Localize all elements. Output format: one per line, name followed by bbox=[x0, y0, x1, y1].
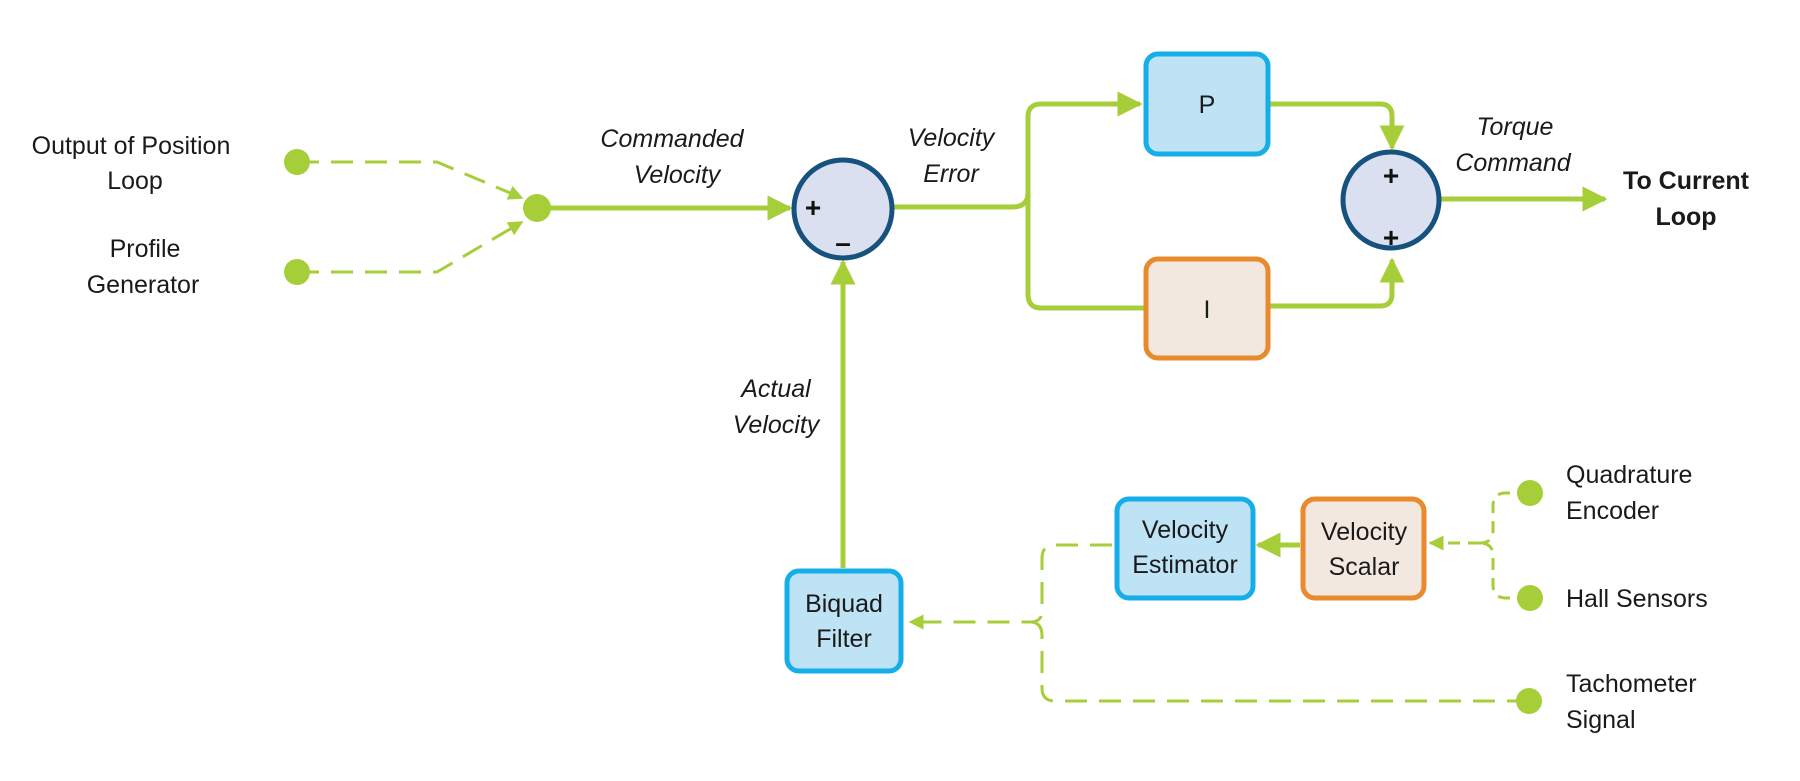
p-block: P bbox=[1143, 51, 1271, 157]
hall-sensors-dashed-line bbox=[1479, 541, 1530, 600]
to-current-loop-label-2: Loop bbox=[1655, 203, 1716, 231]
profile-generator-label-1: Profile bbox=[110, 235, 181, 263]
estimator-to-filter-dashed-line bbox=[908, 543, 1112, 630]
error-summing-junction: + – bbox=[791, 157, 895, 261]
i-branch-line bbox=[1025, 207, 1145, 311]
p-block-label: P bbox=[1199, 91, 1216, 119]
velocity-scalar-label-1: Velocity bbox=[1321, 518, 1408, 546]
p-branch-line bbox=[1025, 91, 1143, 207]
plus-sign-top: + bbox=[1383, 160, 1399, 191]
position-loop-dashed-line bbox=[297, 160, 524, 200]
tachometer-signal-label-2: Signal bbox=[1566, 706, 1636, 734]
position-loop-label-2: Loop bbox=[107, 167, 163, 195]
position-loop-label-1: Output of Position bbox=[32, 132, 231, 160]
velocity-scalar-block: Velocity Scalar bbox=[1300, 496, 1427, 601]
commanded-velocity-label-2: Velocity bbox=[634, 161, 722, 189]
biquad-filter-block: Biquad Filter bbox=[784, 568, 904, 674]
profile-generator-label-2: Generator bbox=[87, 271, 200, 299]
hall-sensors-label: Hall Sensors bbox=[1566, 585, 1708, 613]
plus-sign-bottom: + bbox=[1383, 222, 1399, 253]
profile-generator-input-dot bbox=[284, 259, 310, 285]
biquad-filter-label-1: Biquad bbox=[805, 590, 883, 618]
profile-generator-dashed-line bbox=[297, 220, 524, 274]
velocity-error-label-1: Velocity bbox=[908, 124, 996, 152]
tachometer-signal-label-1: Tachometer bbox=[1566, 670, 1697, 698]
tachometer-dashed-line bbox=[1029, 620, 1529, 703]
actual-velocity-label-2: Velocity bbox=[733, 411, 821, 439]
actual-velocity-label-1: Actual bbox=[739, 375, 812, 403]
velocity-estimator-label-2: Estimator bbox=[1132, 551, 1238, 579]
position-loop-input-dot bbox=[284, 149, 310, 175]
velocity-error-label-2: Error bbox=[923, 160, 980, 188]
tachometer-signal-dot bbox=[1516, 688, 1542, 714]
hall-sensors-dot bbox=[1517, 585, 1543, 611]
velocity-error-line bbox=[892, 192, 1031, 210]
commanded-velocity-label-1: Commanded bbox=[600, 125, 744, 153]
velocity-estimator-block: Velocity Estimator bbox=[1114, 496, 1256, 601]
quadrature-encoder-label-1: Quadrature bbox=[1566, 461, 1692, 489]
biquad-filter-label-2: Filter bbox=[816, 625, 872, 653]
quadrature-encoder-label-2: Encoder bbox=[1566, 497, 1659, 525]
plus-sign: + bbox=[805, 192, 821, 223]
torque-summing-junction: + + bbox=[1340, 149, 1442, 253]
velocity-estimator-label-1: Velocity bbox=[1142, 516, 1229, 544]
torque-command-label-1: Torque bbox=[1477, 113, 1554, 141]
torque-command-label-2: Command bbox=[1455, 149, 1571, 177]
quadrature-encoder-dashed-line bbox=[1479, 491, 1530, 545]
quadrature-encoder-dot bbox=[1517, 480, 1543, 506]
minus-sign: – bbox=[835, 227, 851, 258]
to-current-loop-label-1: To Current bbox=[1623, 167, 1750, 195]
i-output-line bbox=[1268, 257, 1405, 309]
i-block-label: I bbox=[1204, 296, 1211, 324]
p-output-line bbox=[1268, 101, 1405, 151]
i-block: I bbox=[1143, 256, 1271, 361]
velocity-scalar-label-2: Scalar bbox=[1329, 553, 1400, 581]
